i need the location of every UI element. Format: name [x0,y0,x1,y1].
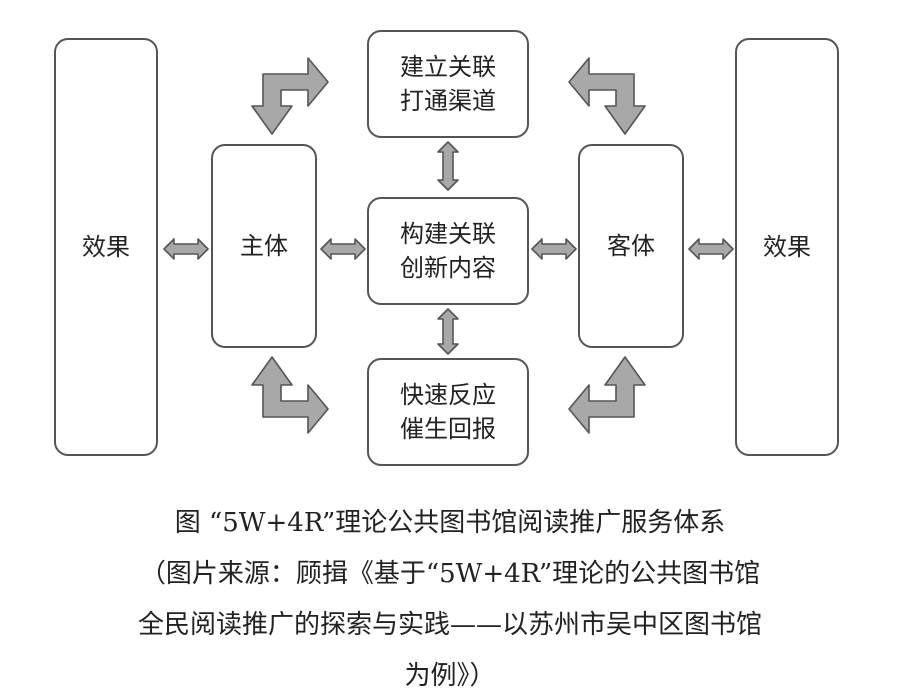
subject-box: 主体 [211,144,317,348]
arrows-layer [163,57,734,434]
service-system-diagram: 效果 主体 建立关联 打通渠道 构建关联 创新内容 快速反应 催生回报 客体 效… [54,30,839,466]
caption-source-line-1: （图片来源：顾揖《基于“5W+4R”理论的公共图书馆 [139,559,761,589]
content-box: 构建关联 创新内容 [367,197,529,305]
vertical-double-arrow-icon [437,141,459,191]
double-arrow-icon [531,238,577,260]
caption-source-line-2: 全民阅读推广的探索与实践——以苏州市吴中区图书馆 [137,610,762,640]
content-line-1: 构建关联 [400,220,496,248]
object-box: 客体 [578,144,684,348]
subject-label: 主体 [240,232,288,260]
bent-arrow-up-left-icon [568,57,646,135]
object-label: 客体 [607,232,655,260]
left-effect-label: 效果 [82,233,130,261]
content-line-2: 创新内容 [400,254,496,282]
right-effect-label: 效果 [763,233,811,261]
channel-box: 建立关联 打通渠道 [367,30,529,138]
feedback-box: 快速反应 催生回报 [367,358,529,466]
double-arrow-icon [688,238,734,260]
feedback-line-1: 快速反应 [400,381,496,409]
channel-line-1: 建立关联 [400,53,496,81]
bent-arrow-down-left-icon [568,356,646,434]
caption-title: 图 “5W+4R”理论公共图书馆阅读推广服务体系 [174,508,726,538]
bent-arrow-down-right-icon [251,356,329,434]
double-arrow-icon [320,238,366,260]
feedback-line-2: 催生回报 [400,415,496,443]
caption-source-line-3: 为例》） [404,661,496,691]
vertical-double-arrow-icon [437,308,459,355]
left-effect-box: 效果 [54,38,158,456]
double-arrow-icon [163,238,209,260]
bent-arrow-up-right-icon [251,57,329,135]
right-effect-box: 效果 [735,38,839,456]
channel-line-2: 打通渠道 [400,87,496,115]
